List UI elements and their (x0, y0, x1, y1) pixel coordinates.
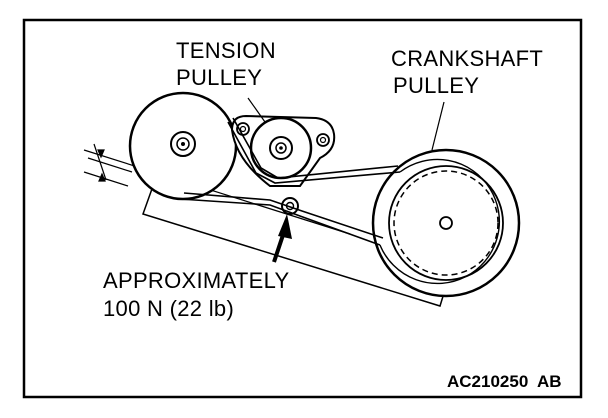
force-value-label: 100 N (22 lb) (103, 296, 234, 321)
force-arrow (272, 214, 292, 263)
crankshaft-leader (431, 101, 445, 151)
reference-line (83, 149, 351, 235)
crankshaft-pulley-label: CRANKSHAFT (391, 46, 543, 71)
figure-code: AC210250 (447, 372, 528, 391)
tension-leader (247, 97, 266, 123)
tension-pulley-label-2: PULLEY (176, 65, 262, 90)
drive-belt (179, 117, 501, 285)
crankshaft-pulley (371, 148, 521, 298)
diagram-frame (22, 18, 583, 399)
deflection-dimension (83, 143, 133, 187)
crankshaft-pulley-label-2: PULLEY (393, 73, 479, 98)
tension-pulley (249, 116, 313, 180)
force-label: APPROXIMATELY (103, 268, 289, 293)
figure-suffix: AB (537, 372, 562, 391)
generator-pulley (128, 91, 238, 201)
tension-pulley-label: TENSION (176, 38, 276, 63)
